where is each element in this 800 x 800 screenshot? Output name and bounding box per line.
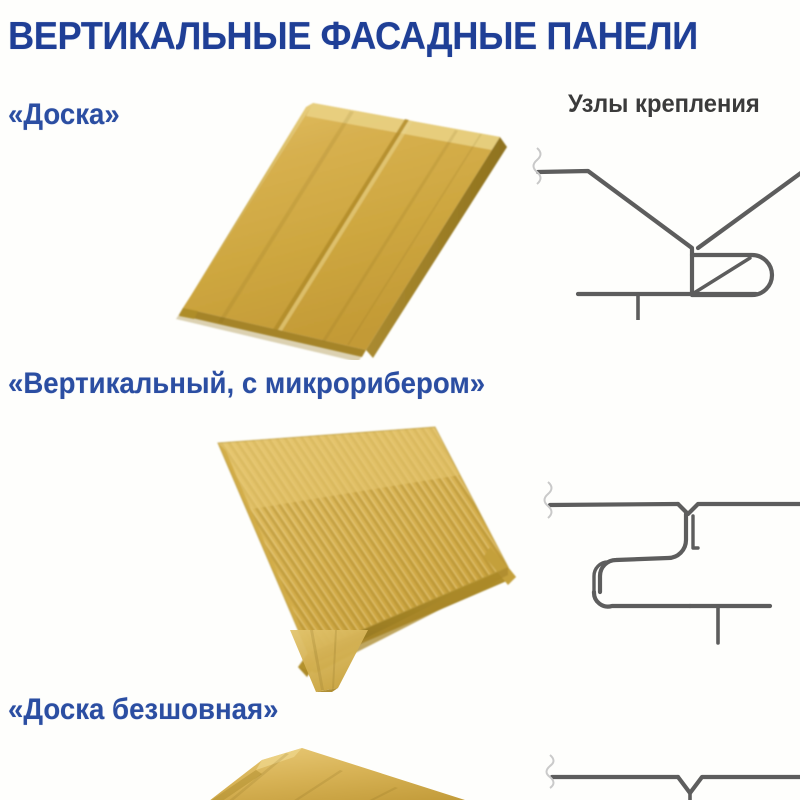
mounting-detail-seamless bbox=[540, 745, 800, 800]
section-label-seamless: «Доска безшовная» bbox=[8, 693, 279, 726]
section-label-microriber: «Вертикальный, с микрорибером» bbox=[8, 367, 486, 400]
page-title: ВЕРТИКАЛЬНЫЕ ФАСАДНЫЕ ПАНЕЛИ bbox=[8, 15, 698, 58]
panel-illustration-doska bbox=[170, 95, 520, 360]
panel-illustration-seamless bbox=[190, 748, 530, 800]
mounting-nodes-column-title: Узлы крепления bbox=[568, 90, 760, 118]
mounting-detail-doska bbox=[520, 130, 800, 320]
panel-illustration-microriber bbox=[190, 425, 530, 690]
mounting-detail-microriber bbox=[530, 470, 800, 650]
section-label-doska: «Доска» bbox=[8, 98, 120, 131]
panel-illustration-seamless-top-fragment bbox=[280, 630, 390, 692]
